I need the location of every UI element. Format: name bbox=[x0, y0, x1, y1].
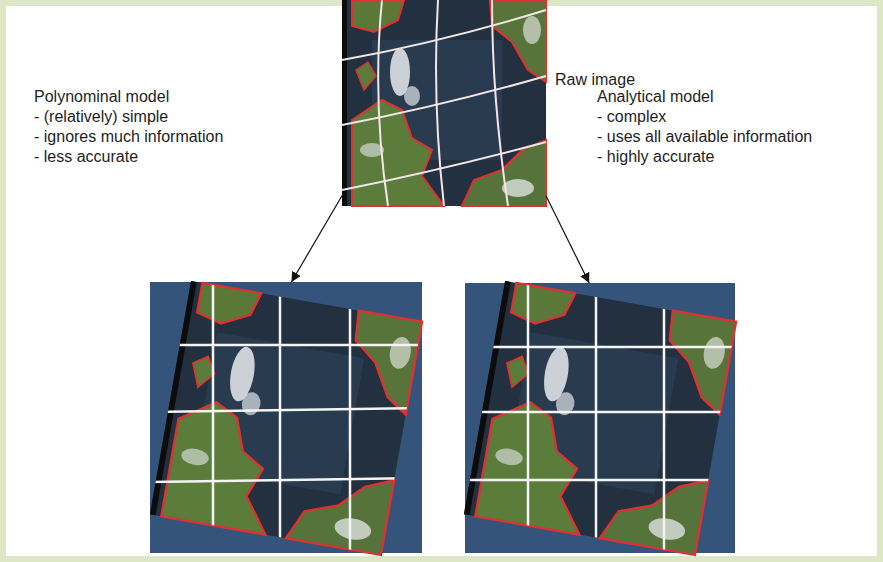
model-note: - (relatively) simple bbox=[34, 107, 168, 126]
model-note: - complex bbox=[597, 107, 666, 126]
model-heading: Polynominal model bbox=[34, 87, 169, 106]
image-panel: Raw image bbox=[342, 0, 546, 206]
model-note: - less accurate bbox=[34, 147, 138, 166]
model-note: - uses all available information bbox=[597, 127, 812, 146]
image-panel: Analytical model- complex- uses all avai… bbox=[465, 283, 735, 553]
raw-image bbox=[342, 0, 546, 206]
image-panel: Polynominal model- (relatively) simple- … bbox=[150, 282, 422, 553]
analytical-result-image bbox=[462, 280, 738, 556]
arrow-connector bbox=[546, 196, 589, 283]
polynomial-result-image bbox=[148, 280, 424, 556]
arrow-connector bbox=[291, 196, 342, 282]
model-note: - highly accurate bbox=[597, 147, 714, 166]
model-note: - ignores much information bbox=[34, 127, 223, 146]
image-label: Raw image bbox=[555, 70, 635, 89]
model-heading: Analytical model bbox=[597, 87, 714, 106]
